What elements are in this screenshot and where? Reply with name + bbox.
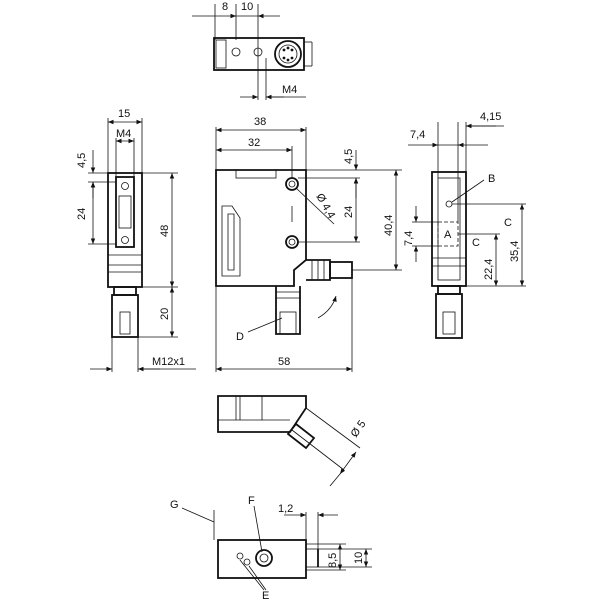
- left-side-view: [88, 118, 196, 372]
- dim-dia-5: Ø 5: [349, 418, 369, 439]
- top-view: [192, 4, 313, 100]
- dim-22-4: 22,4: [483, 259, 495, 280]
- dim-m4-left: M4: [116, 128, 131, 140]
- front-view: [215, 127, 402, 372]
- dim-4-15: 4,15: [480, 111, 501, 123]
- label-g: G: [170, 499, 179, 511]
- dim-10: 10: [241, 1, 253, 13]
- dim-m12x1: M12x1: [152, 356, 185, 368]
- label-a: A: [444, 229, 452, 241]
- dim-4-5-left: 4,5: [76, 153, 88, 168]
- dim-15: 15: [118, 108, 130, 120]
- bottom-view: [217, 395, 361, 487]
- dim-20: 20: [159, 308, 171, 320]
- label-c-inner: C: [472, 237, 480, 249]
- label-f: F: [248, 495, 255, 507]
- right-side-view: [408, 122, 526, 339]
- label-b: B: [488, 173, 495, 185]
- dim-dia-4-4: Ø 4,4: [313, 192, 337, 221]
- dim-4-5-front: 4,5: [343, 149, 355, 164]
- dim-58: 58: [278, 356, 290, 368]
- label-c-outer: C: [504, 217, 512, 229]
- dim-24-left: 24: [76, 208, 88, 220]
- dim-1-2: 1,2: [278, 503, 293, 515]
- dim-38: 38: [254, 116, 266, 128]
- dim-40-4: 40,4: [383, 215, 395, 236]
- dim-m4-top: M4: [282, 84, 297, 96]
- dim-32: 32: [248, 137, 260, 149]
- label-e: E: [262, 590, 269, 600]
- dim-8: 8: [222, 1, 228, 13]
- dim-24-front: 24: [343, 206, 355, 218]
- label-d: D: [236, 331, 244, 343]
- dim-7-4-top: 7,4: [410, 129, 425, 141]
- dim-48: 48: [159, 225, 171, 237]
- dim-7-4-side: 7,4: [403, 231, 415, 246]
- dim-8-5: 8,5: [327, 553, 339, 568]
- dim-10-detail: 10: [353, 552, 365, 564]
- dim-35-4: 35,4: [509, 241, 521, 262]
- detail-view: [181, 505, 372, 591]
